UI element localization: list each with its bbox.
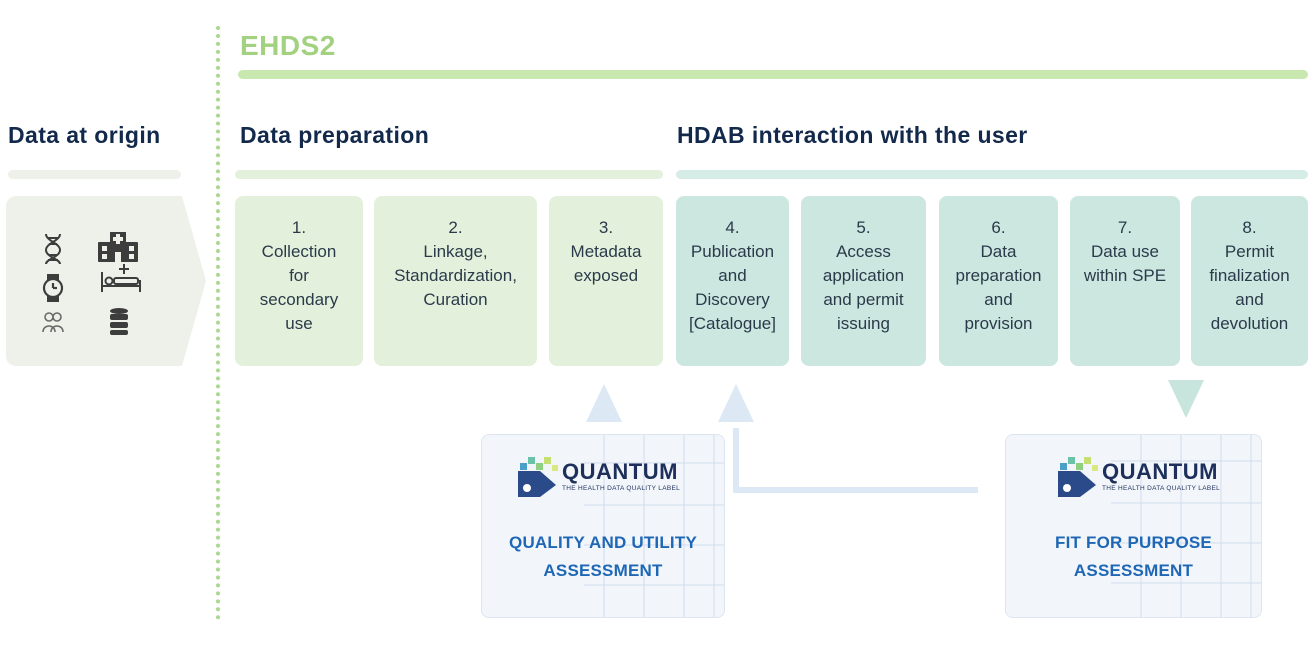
quantum-logo: QUANTUM THE HEALTH DATA QUALITY LABEL <box>1054 455 1220 497</box>
quantum-brand: QUANTUM <box>562 459 678 484</box>
grid-pattern <box>1111 435 1261 617</box>
step-label: Collection for secondary use <box>259 242 339 333</box>
database-icon <box>110 308 128 335</box>
quantum-card-quality: QUANTUM THE HEALTH DATA QUALITY LABEL QU… <box>481 434 725 618</box>
step-2-linkage: 2. Linkage, Standardization, Curation <box>374 196 537 366</box>
quantum-logo-icon <box>518 457 558 497</box>
step-number: 6. <box>991 218 1006 237</box>
quantum-logo: QUANTUM THE HEALTH DATA QUALITY LABEL <box>514 455 680 497</box>
section-title-hdab: HDAB interaction with the user <box>677 122 1028 148</box>
step-label: Data preparation and provision <box>955 242 1042 333</box>
people-icon <box>42 312 64 333</box>
smartwatch-icon <box>42 274 64 302</box>
assessment-title-line1: QUALITY AND UTILITY <box>509 533 697 552</box>
step-6-preparation: 6. Data preparation and provision <box>939 196 1058 366</box>
hdab-bar <box>676 170 1308 179</box>
step-1-collection: 1. Collection for secondary use <box>235 196 363 366</box>
ehds-title: EHDS2 <box>240 30 336 61</box>
quantum-logo-icon <box>1058 457 1098 497</box>
step-label: Data use within SPE <box>1083 242 1167 285</box>
step-4-publication: 4. Publication and Discovery [Catalogue] <box>676 196 789 366</box>
quantum-brand: QUANTUM <box>1102 459 1218 484</box>
step-label: Linkage, Standardization, Curation <box>394 242 517 309</box>
grid-pattern <box>584 435 724 617</box>
assessment-title-line1: FIT FOR PURPOSE <box>1055 533 1212 552</box>
step-number: 8. <box>1242 218 1257 237</box>
step-7-data-use: 7. Data use within SPE <box>1070 196 1180 366</box>
origin-bar <box>8 170 181 179</box>
feedback-connector <box>733 428 978 493</box>
step-label: Metadata exposed <box>570 242 642 285</box>
section-title-preparation: Data preparation <box>240 122 430 148</box>
arrow-up-to-step-3 <box>586 384 622 422</box>
arrow-up-to-step-4 <box>718 384 754 422</box>
origin-icons <box>42 232 141 335</box>
hospital-icon <box>98 232 138 262</box>
quantum-tagline: THE HEALTH DATA QUALITY LABEL <box>562 485 681 492</box>
step-number: 1. <box>291 218 307 237</box>
ehds-boundary-divider <box>216 26 220 620</box>
step-number: 5. <box>856 218 871 237</box>
step-8-permit: 8. Permit finalization and devolution <box>1191 196 1308 366</box>
quantum-tagline: THE HEALTH DATA QUALITY LABEL <box>1102 485 1221 492</box>
step-5-access: 5. Access application and permit issuing <box>801 196 926 366</box>
quantum-card-fit-for-purpose: QUANTUM THE HEALTH DATA QUALITY LABEL FI… <box>1005 434 1262 618</box>
step-number: 2. <box>448 218 463 237</box>
assessment-title-line2: ASSESSMENT <box>1073 561 1194 580</box>
step-label: Access application and permit issuing <box>822 242 905 333</box>
hospital-bed-icon <box>101 264 141 292</box>
step-label: Permit finalization and devolution <box>1209 242 1290 333</box>
step-number: 4. <box>725 218 740 237</box>
step-number: 3. <box>598 218 614 237</box>
arrow-down-from-step-8 <box>1168 380 1204 418</box>
step-label: Publication and Discovery [Catalogue] <box>689 242 776 333</box>
step-number: 7. <box>1117 218 1133 237</box>
ehds-bar <box>238 70 1308 79</box>
section-title-origin: Data at origin <box>8 122 161 148</box>
preparation-bar <box>235 170 663 179</box>
dna-icon <box>44 233 62 265</box>
step-3-metadata: 3. Metadata exposed <box>549 196 663 366</box>
assessment-title-line2: ASSESSMENT <box>543 561 663 580</box>
